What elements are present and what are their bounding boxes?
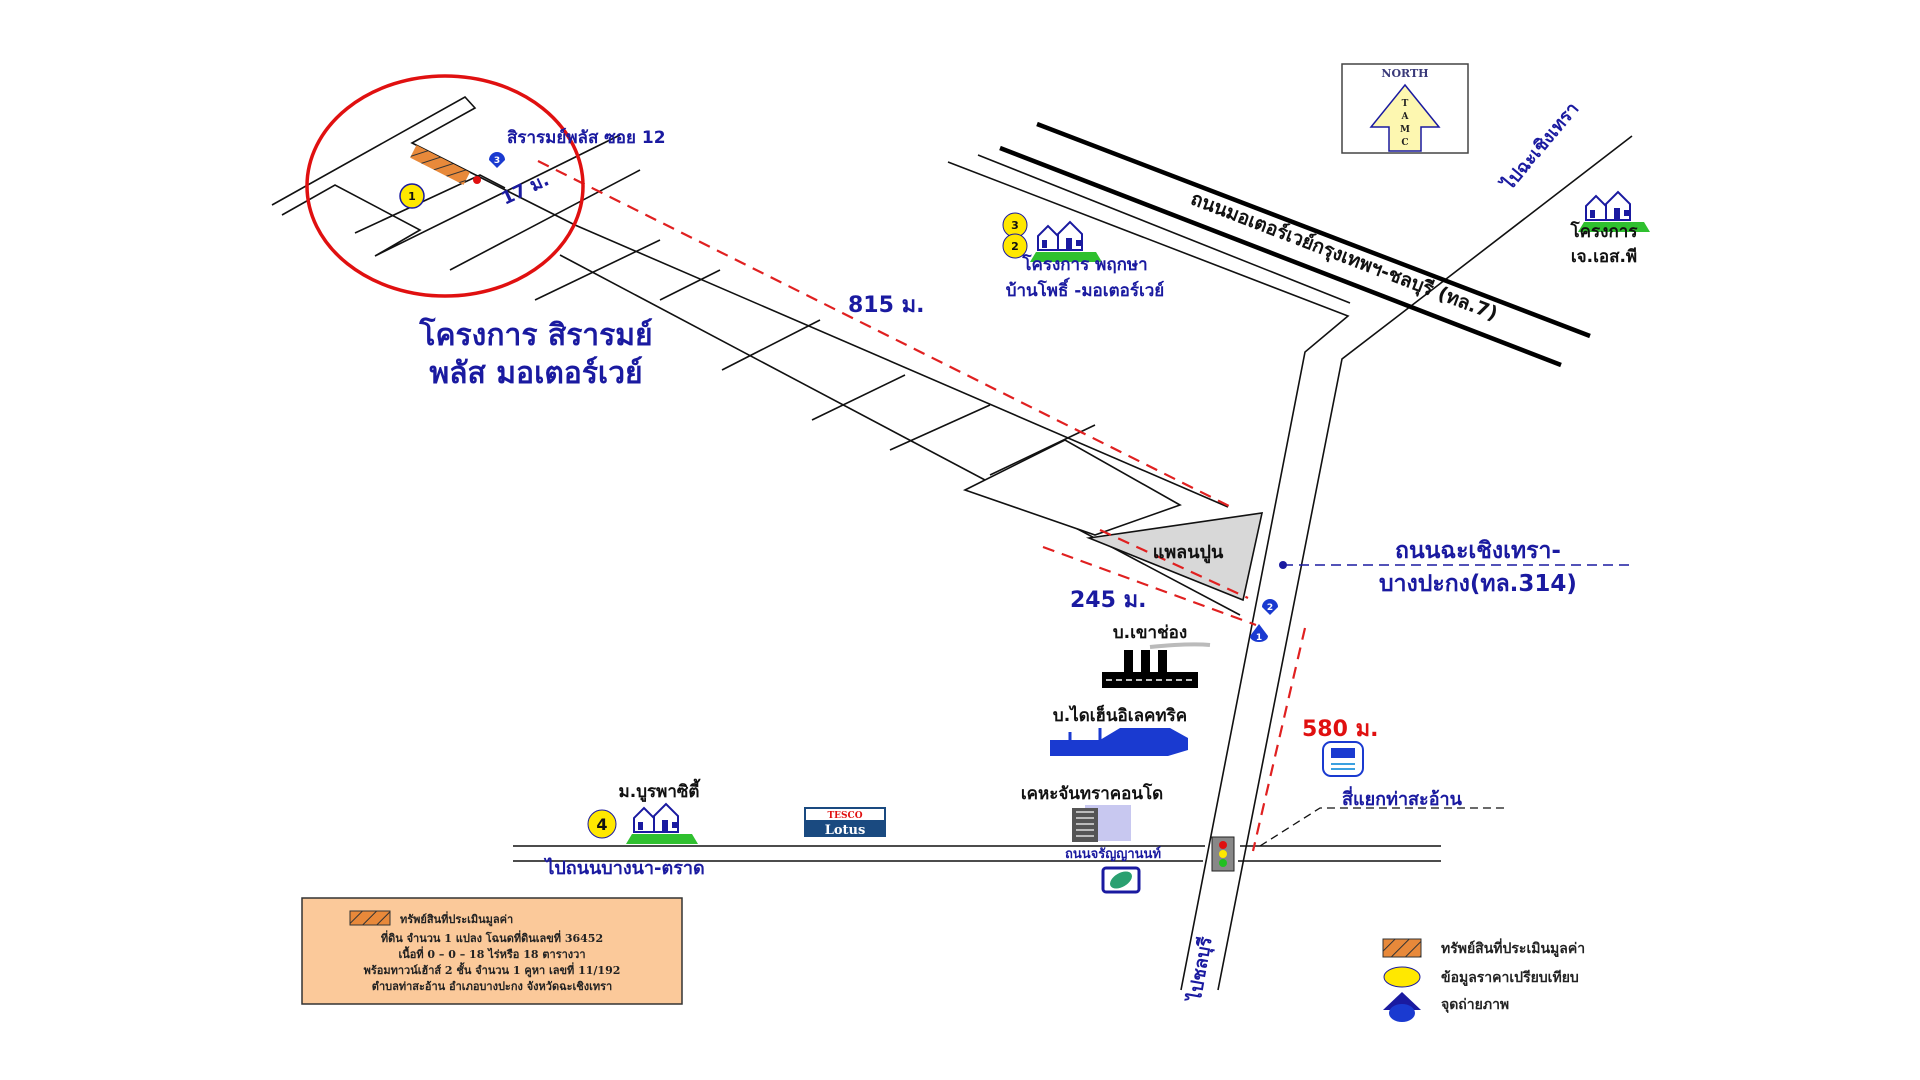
bank-logo-icon bbox=[1322, 741, 1364, 777]
svg-text:พร้อมทาวน์เฮ้าส์ 2 ชั้น จำนวน: พร้อมทาวน์เฮ้าส์ 2 ชั้น จำนวน 1 คูหา เลข… bbox=[364, 962, 621, 978]
project-title-line2: พลัส มอเตอร์เวย์ bbox=[429, 356, 642, 391]
svg-text:A: A bbox=[1401, 112, 1410, 122]
condo-label: เคหะจันทราคอนโด bbox=[1021, 783, 1163, 804]
cement-plant-area bbox=[1085, 512, 1264, 602]
motorway bbox=[999, 121, 1591, 368]
comparable-marker-1 bbox=[399, 183, 425, 209]
factory-building-icon bbox=[1050, 728, 1188, 756]
route314-label-line2: บางปะกง(ทล.314) bbox=[1379, 571, 1577, 597]
soi-road-network bbox=[271, 95, 1264, 616]
condo-building-icon bbox=[1072, 805, 1131, 842]
traffic-light-icon bbox=[1211, 836, 1235, 872]
distance-580-line bbox=[1251, 627, 1307, 852]
distance-245-line bbox=[1042, 545, 1257, 627]
subject-highlight-circle bbox=[305, 74, 585, 298]
distance-580-label: 580 ม. bbox=[1302, 717, 1378, 742]
legend-property-swatch bbox=[1382, 938, 1422, 958]
to-chachoengsao-label: ไปฉะเชิงเทรา bbox=[1496, 98, 1583, 196]
svg-text:T: T bbox=[1402, 99, 1409, 109]
distance-245-label: 245 ม. bbox=[1070, 588, 1146, 613]
burapha-label: ม.บูรพาซิตี้ bbox=[619, 778, 701, 803]
svg-text:NORTH: NORTH bbox=[1381, 67, 1428, 80]
jsp-label-line2: เจ.เอส.พี bbox=[1571, 246, 1637, 267]
svg-text:1: 1 bbox=[1256, 633, 1262, 643]
svg-text:2: 2 bbox=[1011, 240, 1019, 253]
distance-815-line bbox=[537, 160, 1232, 508]
north-arrow: NORTH T A M C bbox=[1341, 63, 1469, 154]
cement-plant-label: แพลนปูน bbox=[1153, 542, 1224, 564]
svg-text:Lotus: Lotus bbox=[825, 823, 866, 838]
factory-icon bbox=[1102, 642, 1211, 688]
project-title-line1: โครงการ สิรารมย์ bbox=[418, 316, 652, 353]
svg-text:3: 3 bbox=[1011, 219, 1019, 232]
route314-label-line1: ถนนฉะเชิงเทรา- bbox=[1395, 538, 1561, 564]
khaochong-label: บ.เขาช่อง bbox=[1113, 623, 1187, 643]
housing-icon-burapha bbox=[625, 803, 699, 845]
comparable-marker-1-label: 1 bbox=[408, 190, 416, 203]
svg-text:4: 4 bbox=[596, 815, 607, 834]
comparable-marker-2 bbox=[1002, 233, 1028, 259]
charan-road-label: ถนนจรัญญานนท์ bbox=[1065, 846, 1161, 862]
to-chonburi-label: ไปชลบุรี bbox=[1183, 935, 1217, 1005]
charan-road bbox=[513, 845, 1441, 862]
ptt-leaf-icon bbox=[1101, 866, 1141, 894]
svg-text:เนื้อที่ 0 – 0 – 18 ไร่หรือ 18: เนื้อที่ 0 – 0 – 18 ไร่หรือ 18 ตารางวา bbox=[398, 946, 585, 961]
svg-text:ที่ดิน จำนวน 1 แปลง โฉนดที่ดิ: ที่ดิน จำนวน 1 แปลง โฉนดที่ดินเลขที่ 364… bbox=[381, 930, 603, 945]
svg-text:ตำบลท่าสะอ้าน อำเภอบางปะกง จัง: ตำบลท่าสะอ้าน อำเภอบางปะกง จังหวัดฉะเชิง… bbox=[372, 980, 612, 993]
intersection-label: สี่แยกท่าสะอ้าน bbox=[1342, 786, 1463, 810]
svg-text:2: 2 bbox=[1267, 603, 1273, 613]
jsp-label-line1: โครงการ bbox=[1570, 221, 1639, 242]
to-bangna-label: ไปถนนบางนา-ตราด bbox=[543, 857, 704, 879]
photo-pin-3: 3 bbox=[489, 152, 505, 168]
info-box-title: ทรัพย์สินที่ประเมินมูลค่า bbox=[400, 911, 513, 927]
svg-text:M: M bbox=[1400, 125, 1410, 135]
legend-photo-pin-icon bbox=[1383, 992, 1421, 1022]
pruksa-label-line1: โครงการ พฤกษา bbox=[1021, 254, 1147, 275]
soi-label: สิรารมย์พลัส ซอย 12 bbox=[507, 127, 666, 148]
subject-property-hatch bbox=[410, 145, 470, 185]
plant-edge-line bbox=[1099, 529, 1249, 599]
map-legend: ทรัพย์สินที่ประเมินมูลค่า ข้อมูลราคาเปรี… bbox=[1382, 938, 1585, 1022]
distance-815-label: 815 ม. bbox=[848, 293, 924, 318]
photo-pin-1: 1 bbox=[1250, 624, 1268, 643]
svg-text:3: 3 bbox=[494, 156, 500, 166]
property-info-box: ทรัพย์สินที่ประเมินมูลค่า ที่ดิน จำนวน 1… bbox=[301, 897, 683, 1005]
svg-text:จุดถ่ายภาพ: จุดถ่ายภาพ bbox=[1441, 997, 1509, 1013]
frontage-label: 17 ม. bbox=[498, 169, 552, 209]
photo-pin-2: 2 bbox=[1262, 599, 1278, 615]
tesco-lotus-logo: TESCO Lotus bbox=[804, 807, 886, 838]
svg-text:ข้อมูลราคาเปรียบเทียบ: ข้อมูลราคาเปรียบเทียบ bbox=[1441, 970, 1579, 986]
route-314 bbox=[947, 135, 1633, 991]
intersection-leader bbox=[1259, 807, 1508, 847]
pruksa-label-line2: บ้านโพธิ์ -มอเตอร์เวย์ bbox=[1006, 277, 1165, 301]
comparable-marker-4 bbox=[587, 809, 617, 839]
legend-comparable-circle bbox=[1383, 966, 1421, 988]
daihen-label: บ.ไดเฮ็นอิเลคทริค bbox=[1053, 703, 1187, 726]
svg-text:C: C bbox=[1401, 138, 1408, 148]
svg-text:TESCO: TESCO bbox=[827, 811, 862, 821]
svg-text:ทรัพย์สินที่ประเมินมูลค่า: ทรัพย์สินที่ประเมินมูลค่า bbox=[1441, 938, 1585, 957]
